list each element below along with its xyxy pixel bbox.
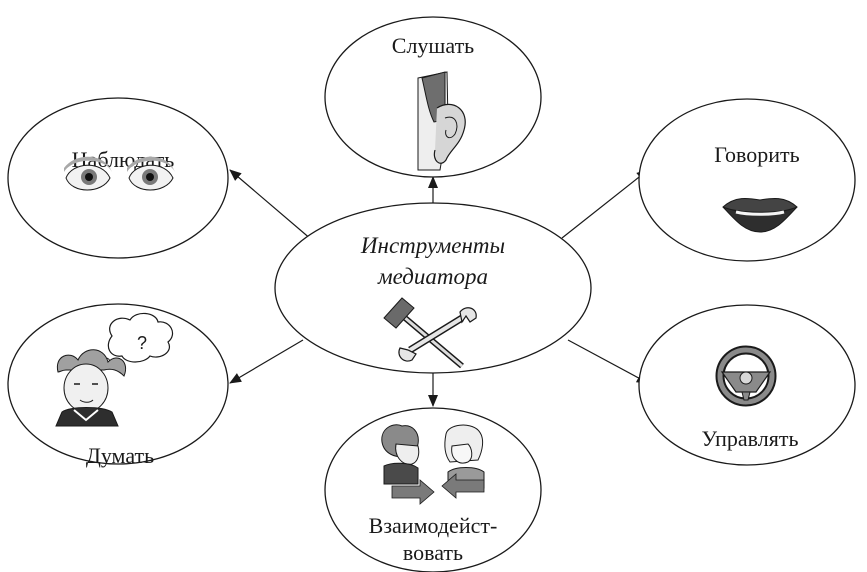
eyes-icon — [64, 156, 175, 191]
center-ellipse — [274, 202, 592, 374]
two-people-icon — [381, 424, 485, 505]
node-listen-label: Слушать — [392, 33, 474, 58]
node-speak-label: Говорить — [714, 142, 799, 167]
node-speak-ellipse — [638, 98, 856, 262]
node-observe: Наблюдать — [7, 97, 229, 259]
node-manage-label: Управлять — [701, 426, 798, 451]
node-speak: Говорить — [638, 98, 856, 262]
arrow-to-speak — [561, 169, 649, 239]
thinking-girl-icon: ? — [55, 312, 173, 427]
ear-icon — [417, 71, 466, 171]
node-interact-ellipse — [324, 407, 542, 572]
center-node: Инструменты медиатора — [274, 202, 592, 374]
center-label-line1: Инструменты — [360, 233, 505, 258]
steering-wheel-icon — [715, 345, 777, 407]
node-think: Думать ? — [7, 303, 229, 468]
arrow-to-manage — [567, 339, 649, 384]
center-label-line2: медиатора — [377, 264, 488, 289]
arrow-to-observe — [229, 169, 313, 241]
thought-bubble-question: ? — [137, 333, 147, 353]
node-think-label: Думать — [86, 443, 154, 468]
node-interact-label-line1: Взаимодейст- — [369, 513, 498, 538]
hammer-wrench-icon — [383, 297, 477, 369]
mouth-icon — [722, 197, 798, 233]
node-listen: Слушать — [324, 16, 542, 178]
node-observe-ellipse — [7, 97, 229, 259]
node-manage: Управлять — [638, 304, 856, 466]
node-interact-label-line2: вовать — [403, 540, 463, 565]
arrow-to-think — [229, 339, 304, 384]
node-interact: Взаимодейст- вовать — [324, 407, 542, 572]
